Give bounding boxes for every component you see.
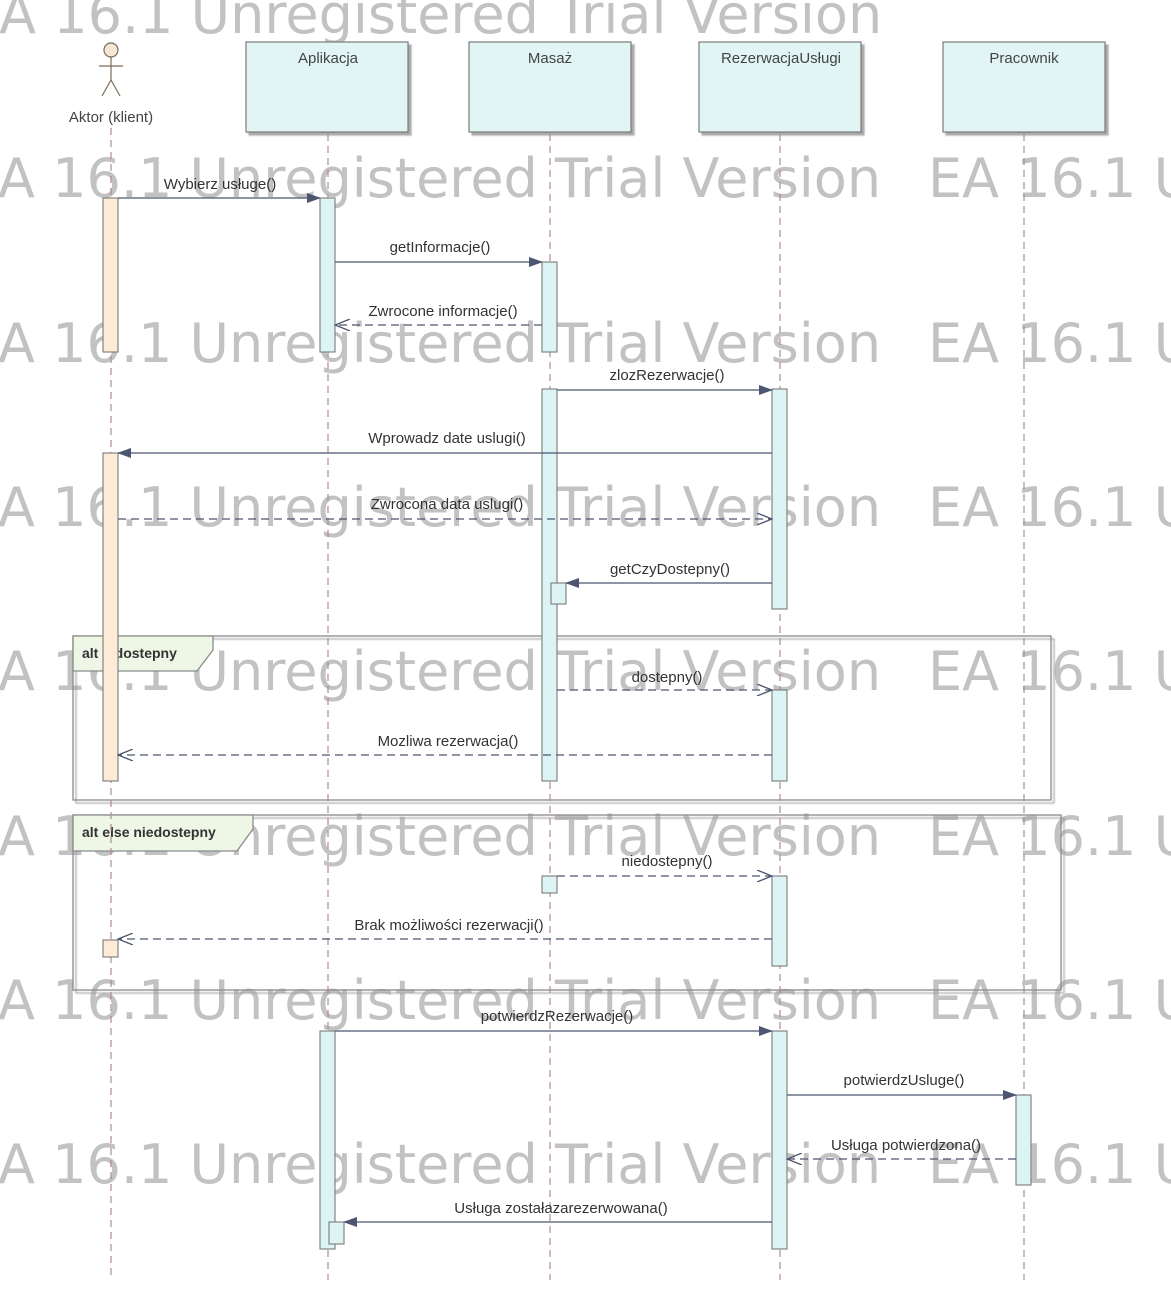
activation-bar-masaz bbox=[541, 261, 558, 353]
message-label: getInformacje() bbox=[390, 239, 491, 256]
activation-bar-actor bbox=[102, 939, 119, 958]
message-brak-mozliwosci[interactable]: Brak możliwości rezerwacji() bbox=[118, 917, 772, 939]
participant-box bbox=[698, 41, 862, 133]
message-wprowadz-date[interactable]: Wprowadz date uslugi() bbox=[117, 430, 772, 458]
message-zwrocone-informacje[interactable]: Zwrocone informacje() bbox=[335, 303, 542, 325]
participant-pracownik[interactable]: Pracownik bbox=[942, 41, 1106, 133]
participant-label: Aktor (klient) bbox=[69, 109, 153, 126]
participant-actor[interactable]: Aktor (klient) bbox=[69, 42, 153, 126]
message-label: Mozliwa rezerwacja() bbox=[378, 733, 519, 750]
activation-bar-masaz-nested bbox=[550, 582, 567, 605]
message-label: Brak możliwości rezerwacji() bbox=[354, 917, 543, 934]
participant-label: Aplikacja bbox=[298, 50, 359, 67]
participant-masaz[interactable]: Masaż bbox=[468, 41, 632, 133]
message-label: Usługa zostałazarezerwowana() bbox=[454, 1200, 667, 1217]
participant-box bbox=[468, 41, 632, 133]
message-label: Zwrocone informacje() bbox=[368, 303, 517, 320]
watermark-row-4-tail: EA 16.1 U bbox=[928, 640, 1171, 703]
watermark-row-6-tail: EA 16.1 U bbox=[928, 969, 1171, 1032]
watermark-row-1-tail: EA 16.1 U bbox=[928, 147, 1171, 210]
activation-bar-rezerwacja bbox=[771, 1030, 788, 1250]
message-usluga-zarezerwowana[interactable]: Usługa zostałazarezerwowana() bbox=[343, 1200, 772, 1227]
message-label: getCzyDostepny() bbox=[610, 561, 730, 578]
participant-label: RezerwacjaUsługi bbox=[721, 50, 841, 67]
message-label: Wprowadz date uslugi() bbox=[368, 430, 526, 447]
activation-bar-aplikacja bbox=[319, 197, 336, 353]
activation-bar-actor bbox=[102, 197, 119, 353]
fragment-label: alt if dostepny bbox=[82, 645, 177, 661]
message-label: potwierdzUsluge() bbox=[844, 1072, 965, 1089]
message-potwierdz-rezerwacje[interactable]: potwierdzRezerwacje() bbox=[335, 1008, 773, 1036]
message-label: dostepny() bbox=[632, 669, 703, 686]
watermark-row-7: A 16.1 Unregistered Trial Version bbox=[0, 1133, 881, 1196]
activation-bar-aplikacja bbox=[319, 1030, 336, 1250]
activation-bar-rezerwacja bbox=[771, 388, 788, 610]
message-get-informacje[interactable]: getInformacje() bbox=[335, 239, 543, 267]
message-dostepny[interactable]: dostepny() bbox=[557, 669, 772, 690]
watermark-row-1: A 16.1 Unregistered Trial Version bbox=[0, 147, 881, 210]
activation-bar-rezerwacja bbox=[771, 689, 788, 782]
message-niedostepny[interactable]: niedostepny() bbox=[557, 853, 772, 876]
actor-stick-figure-icon bbox=[99, 42, 123, 97]
watermark-row-2: A 16.1 Unregistered Trial Version bbox=[0, 312, 881, 375]
message-label: Zwrocona data uslugi() bbox=[371, 496, 524, 513]
lifelines bbox=[110, 128, 1025, 1280]
watermark-top: EA 16.1 Unregistered Trial Version bbox=[0, 0, 882, 46]
message-get-czy-dostepny[interactable]: getCzyDostepny() bbox=[565, 561, 772, 588]
fragment-tab bbox=[72, 814, 254, 852]
watermark-row-6: A 16.1 Unregistered Trial Version bbox=[0, 969, 881, 1032]
fragment-alt-niedostepny: alt else niedostepny bbox=[72, 814, 1062, 991]
message-wybierz-usluge[interactable]: Wybierz usługe() bbox=[118, 176, 321, 203]
message-potwierdz-usluge[interactable]: potwierdzUsluge() bbox=[787, 1072, 1017, 1100]
participant-rezerwacja[interactable]: RezerwacjaUsługi bbox=[698, 41, 862, 133]
fragment-frame bbox=[72, 814, 1062, 991]
message-zloz-rezerwacje[interactable]: zlozRezerwacje() bbox=[557, 367, 773, 395]
watermark-row-3: A 16.1 Unregistered Trial Version bbox=[0, 476, 881, 539]
message-mozliwa-rezerwacja[interactable]: Mozliwa rezerwacja() bbox=[118, 733, 772, 755]
watermark-row-2-tail: EA 16.1 U bbox=[928, 312, 1171, 375]
message-label: zlozRezerwacje() bbox=[609, 367, 724, 384]
activation-bar-pracownik bbox=[1015, 1094, 1032, 1186]
message-label: potwierdzRezerwacje() bbox=[481, 1008, 634, 1025]
watermark-row-3-tail: EA 16.1 U bbox=[928, 476, 1171, 539]
activations bbox=[102, 197, 1032, 1250]
fragment-frame bbox=[72, 635, 1052, 801]
participant-label: Masaż bbox=[528, 50, 572, 67]
message-label: niedostepny() bbox=[622, 853, 713, 870]
participant-box bbox=[942, 41, 1106, 133]
messages: Wybierz usługe() getInformacje() Zwrocon… bbox=[117, 176, 1017, 1227]
participant-box bbox=[245, 41, 409, 133]
watermark-layer: EA 16.1 Unregistered Trial Version A 16.… bbox=[0, 0, 1171, 1196]
fragment-label: alt else niedostepny bbox=[82, 824, 216, 840]
activation-bar-rezerwacja bbox=[771, 875, 788, 967]
activation-bar-masaz bbox=[541, 875, 558, 894]
activation-bar-actor bbox=[102, 452, 119, 782]
watermark-row-7-tail: EA 16.1 U bbox=[928, 1133, 1171, 1196]
message-label: Usługa potwierdzona() bbox=[831, 1137, 981, 1154]
participant-label: Pracownik bbox=[989, 50, 1059, 67]
message-zwrocona-data[interactable]: Zwrocona data uslugi() bbox=[118, 496, 772, 519]
message-usluga-potwierdzona[interactable]: Usługa potwierdzona() bbox=[787, 1137, 1016, 1159]
participant-aplikacja[interactable]: Aplikacja bbox=[245, 41, 409, 133]
message-label: Wybierz usługe() bbox=[164, 176, 276, 193]
activation-bar-aplikacja-nested bbox=[328, 1221, 345, 1245]
